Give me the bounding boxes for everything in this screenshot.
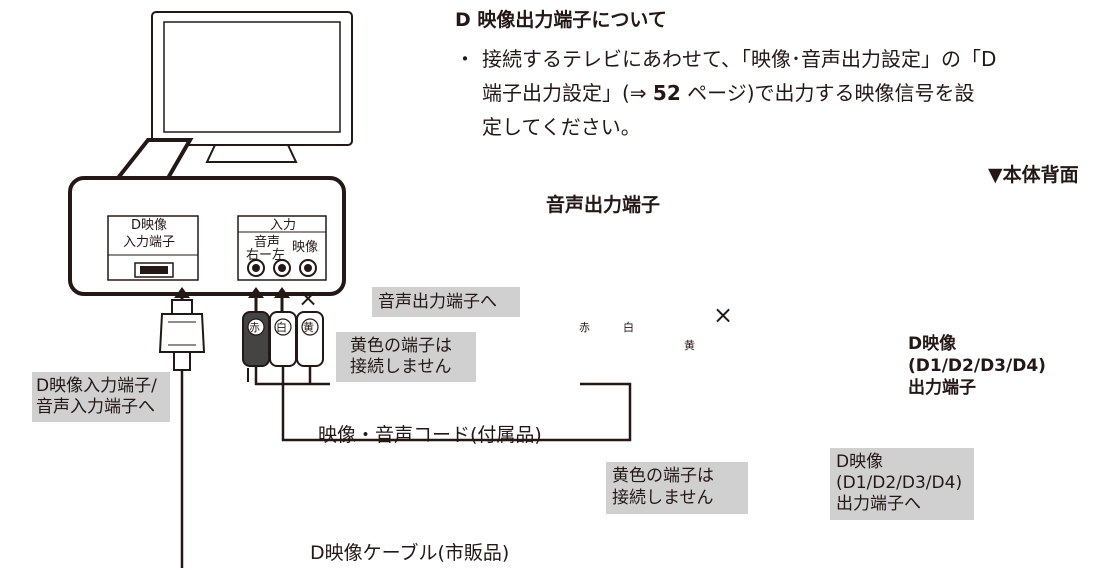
instruction-line-1: 接続するテレビにあわせて、「映像･音声出力設定」の「D [482, 47, 997, 71]
d-input-label-1: D映像 [131, 218, 168, 233]
callout-audio-out: 音声出力端子へ [372, 287, 520, 317]
d-out-label-1: D映像 [908, 334, 957, 354]
callout-d-input-line-2: 音声入力端子へ [36, 397, 155, 417]
callout-yellow-1-line-2: 接続しません [350, 357, 452, 377]
tv-illustration [151, 11, 353, 163]
page-reference-link[interactable]: 52 [652, 81, 681, 105]
d-input-label-2: 入力端子 [123, 235, 176, 250]
tv-rca-jacks [247, 259, 317, 277]
instruction-line-2-prefix: 端子出力設定」(⇒ [482, 81, 653, 105]
callout-d-out-line-2: (D1/D2/D3/D4) [836, 473, 963, 493]
callout-yellow-2-line-2: 接続しません [612, 488, 714, 508]
callout-yellow-not-connected-2: 黄色の端子は 接続しません [606, 462, 748, 514]
input-group-label: 入力 [270, 218, 297, 233]
video-label: 映像 [292, 240, 319, 255]
d-out-label-3: 出力端子 [908, 378, 976, 398]
callout-yellow-1-line-1: 黄色の端子は [350, 336, 452, 356]
callout-d-out-line-1: D映像 [836, 452, 884, 472]
tv-zoom-pointer [113, 138, 194, 180]
d-out-label-2: (D1/D2/D3/D4) [908, 356, 1046, 376]
callout-d-input: D映像入力端子/ 音声入力端子へ [32, 372, 170, 422]
instruction-line-2: 端子出力設定」(⇒ 52 ページ)で出力する映像信号を設 [482, 76, 975, 110]
instruction-bullet: ・ [455, 47, 475, 71]
plug-white-label-recorder: 白 [623, 321, 634, 334]
audio-label: 音声 [254, 235, 281, 250]
av-cord-line [254, 366, 632, 442]
callout-audio-out-text: 音声出力端子へ [378, 292, 497, 312]
plug-white-label: 白 [276, 321, 287, 334]
callout-d-input-line-1: D映像入力端子/ [36, 376, 157, 396]
callout-d-out: D映像 (D1/D2/D3/D4) 出力端子へ [830, 448, 974, 520]
d-input-connector [134, 262, 174, 278]
audio-out-label: 音声出力端子 [546, 194, 661, 216]
rca-plugs-tv [242, 311, 324, 382]
d-cable-label: D映像ケーブル(市販品) [310, 542, 510, 564]
plug-yellow-label: 黄 [303, 321, 314, 334]
rear-label: ▼本体背面 [988, 164, 1079, 186]
plug-yellow-label-recorder: 黄 [684, 339, 695, 352]
right-left-label: 右ー左 [246, 248, 286, 263]
plug-red-label: 赤 [249, 321, 260, 334]
d-cable-plug-tv [158, 299, 206, 371]
av-cord-label: 映像・音声コード(付属品) [318, 424, 542, 446]
callout-d-out-line-3: 出力端子へ [836, 494, 921, 514]
instruction-line-3: 定してください。 [482, 115, 641, 139]
callout-yellow-2-line-1: 黄色の端子は [612, 466, 714, 486]
plug-red-label-recorder: 赤 [579, 321, 590, 334]
cross-mark-tv: × [298, 284, 319, 312]
tv-input-arrows [174, 287, 290, 312]
callout-yellow-not-connected-1: 黄色の端子は 接続しません [336, 332, 476, 382]
cross-mark-recorder: × [713, 301, 734, 329]
section-title: D 映像出力端子について [455, 9, 667, 31]
instruction-line-2-suffix: ページ)で出力する映像信号を設 [680, 81, 975, 105]
